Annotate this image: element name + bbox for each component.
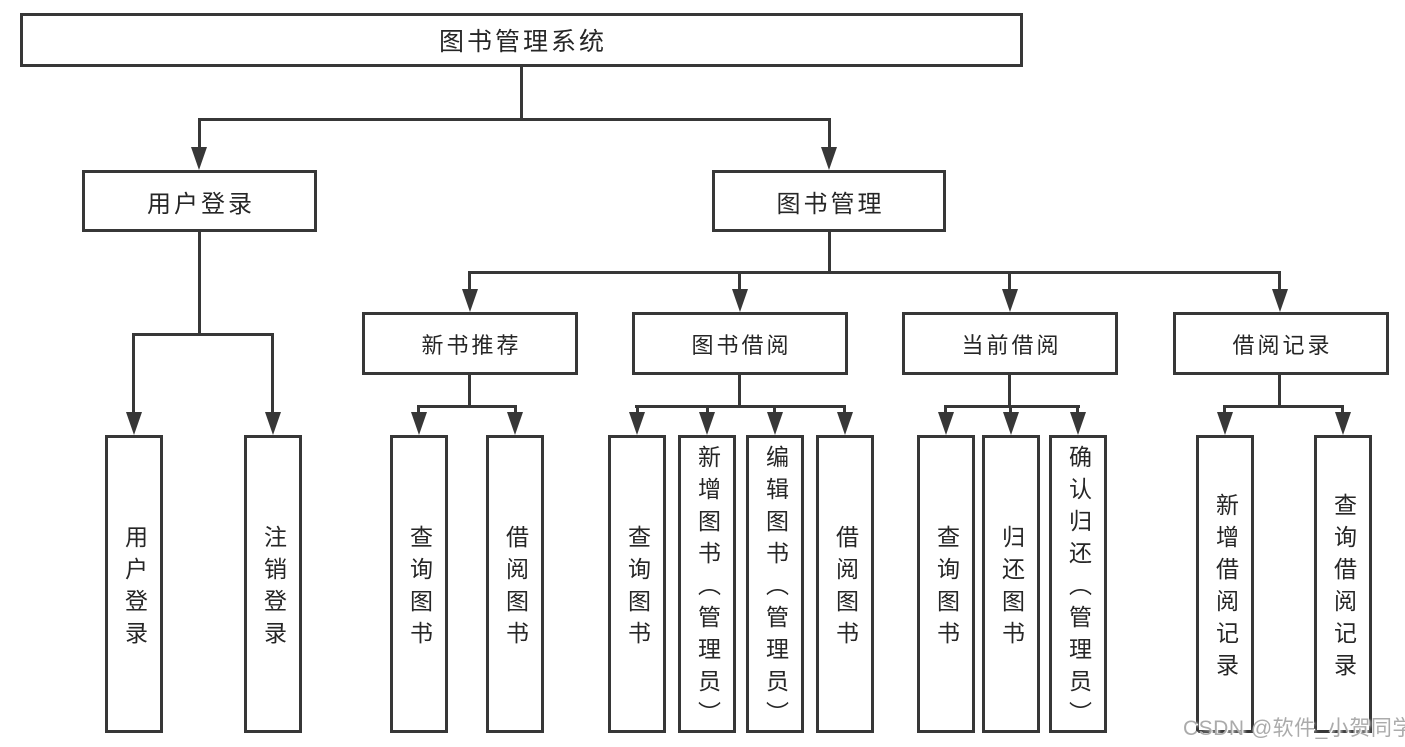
- arrowhead-down-icon: [191, 147, 207, 170]
- leaf-borrow-edit-books-admin-label: 编辑图书（管理员）: [762, 444, 789, 733]
- arrowhead-down-icon: [1335, 412, 1351, 435]
- arrowhead-down-icon: [1003, 412, 1019, 435]
- connector-vertical: [468, 373, 471, 408]
- node-book-management-label: 图书管理: [776, 190, 885, 218]
- connector-horizontal: [198, 118, 831, 121]
- connector-stub: [1009, 405, 1012, 415]
- leaf-records-add-record-label: 新增借阅记录: [1212, 492, 1239, 685]
- arrowhead-down-icon: [462, 289, 478, 312]
- leaf-records-add-record: 新增借阅记录: [1196, 435, 1254, 733]
- leaf-user-login-label: 用户登录: [121, 524, 148, 653]
- leaf-borrow-borrow-books-label: 借阅图书: [832, 524, 859, 653]
- arrowhead-down-icon: [732, 289, 748, 312]
- leaf-logout: 注销登录: [244, 435, 302, 733]
- arrowhead-down-icon: [767, 412, 783, 435]
- leaf-borrow-borrow-books: 借阅图书: [816, 435, 874, 733]
- node-book-management: 图书管理: [712, 170, 946, 232]
- connector-stub: [514, 405, 517, 415]
- leaf-current-return-books: 归还图书: [982, 435, 1040, 733]
- node-new-book-recommend: 新书推荐: [362, 312, 578, 375]
- node-borrow-records: 借阅记录: [1173, 312, 1389, 375]
- connector-horizontal: [1223, 405, 1344, 408]
- connector-stub: [468, 271, 471, 292]
- arrowhead-down-icon: [837, 412, 853, 435]
- connector-stub: [132, 333, 135, 413]
- connector-stub: [271, 333, 274, 413]
- arrowhead-down-icon: [938, 412, 954, 435]
- arrowhead-down-icon: [1272, 289, 1288, 312]
- connector-vertical: [198, 230, 201, 336]
- connector-stub: [738, 271, 741, 292]
- leaf-borrow-query-books-label: 查询图书: [624, 524, 651, 653]
- connector-stub: [636, 405, 639, 415]
- connector-horizontal: [944, 405, 1080, 408]
- connector-vertical: [1008, 373, 1011, 408]
- connector-horizontal: [132, 333, 274, 336]
- node-root: 图书管理系统: [20, 13, 1023, 67]
- leaf-newbook-borrow-books: 借阅图书: [486, 435, 544, 733]
- leaf-newbook-borrow-books-label: 借阅图书: [502, 524, 529, 653]
- connector-stub: [843, 405, 846, 415]
- connector-stub: [773, 405, 776, 415]
- connector-stub: [828, 118, 831, 150]
- node-current-borrow-label: 当前借阅: [961, 332, 1062, 358]
- leaf-borrow-add-books-admin-label: 新增图书（管理员）: [694, 444, 721, 733]
- node-book-borrow-label: 图书借阅: [691, 332, 792, 358]
- connector-stub: [1341, 405, 1344, 415]
- node-user-login: 用户登录: [82, 170, 317, 232]
- connector-horizontal: [468, 271, 1281, 274]
- node-root-label: 图书管理系统: [438, 28, 607, 56]
- node-new-book-recommend-label: 新书推荐: [421, 332, 522, 358]
- leaf-newbook-query-books: 查询图书: [390, 435, 448, 733]
- arrowhead-down-icon: [629, 412, 645, 435]
- node-book-borrow: 图书借阅: [632, 312, 848, 375]
- connector-stub: [1278, 271, 1281, 292]
- leaf-current-confirm-return-admin: 确认归还（管理员）: [1049, 435, 1107, 733]
- leaf-newbook-query-books-label: 查询图书: [406, 524, 433, 653]
- arrowhead-down-icon: [1070, 412, 1086, 435]
- connector-vertical: [1278, 373, 1281, 408]
- leaf-current-query-books: 查询图书: [917, 435, 975, 733]
- arrowhead-down-icon: [411, 412, 427, 435]
- leaf-current-query-books-label: 查询图书: [933, 524, 960, 653]
- leaf-borrow-add-books-admin: 新增图书（管理员）: [678, 435, 736, 733]
- connector-stub: [1076, 405, 1079, 415]
- connector-stub: [417, 405, 420, 415]
- connector-stub: [1223, 405, 1226, 415]
- connector-horizontal: [635, 405, 846, 408]
- arrowhead-down-icon: [821, 147, 837, 170]
- connector-horizontal: [417, 405, 517, 408]
- leaf-records-query-record: 查询借阅记录: [1314, 435, 1372, 733]
- leaf-user-login: 用户登录: [105, 435, 163, 733]
- arrowhead-down-icon: [265, 412, 281, 435]
- arrowhead-down-icon: [1217, 412, 1233, 435]
- node-current-borrow: 当前借阅: [902, 312, 1118, 375]
- connector-vertical: [828, 230, 831, 274]
- leaf-borrow-query-books: 查询图书: [608, 435, 666, 733]
- connector-stub: [198, 118, 201, 150]
- arrowhead-down-icon: [126, 412, 142, 435]
- csdn-watermark: CSDN @软件_小贺同学: [1183, 717, 1405, 740]
- leaf-logout-label: 注销登录: [260, 524, 287, 653]
- leaf-records-query-record-label: 查询借阅记录: [1330, 492, 1357, 685]
- connector-vertical: [738, 373, 741, 408]
- arrowhead-down-icon: [699, 412, 715, 435]
- arrowhead-down-icon: [1002, 289, 1018, 312]
- connector-stub: [944, 405, 947, 415]
- node-borrow-records-label: 借阅记录: [1232, 332, 1333, 358]
- connector-vertical: [520, 65, 523, 121]
- leaf-current-return-books-label: 归还图书: [998, 524, 1025, 653]
- leaf-borrow-edit-books-admin: 编辑图书（管理员）: [746, 435, 804, 733]
- node-user-login-label: 用户登录: [147, 190, 255, 218]
- connector-stub: [1008, 271, 1011, 292]
- connector-stub: [706, 405, 709, 415]
- arrowhead-down-icon: [507, 412, 523, 435]
- leaf-current-confirm-return-admin-label: 确认归还（管理员）: [1065, 444, 1092, 733]
